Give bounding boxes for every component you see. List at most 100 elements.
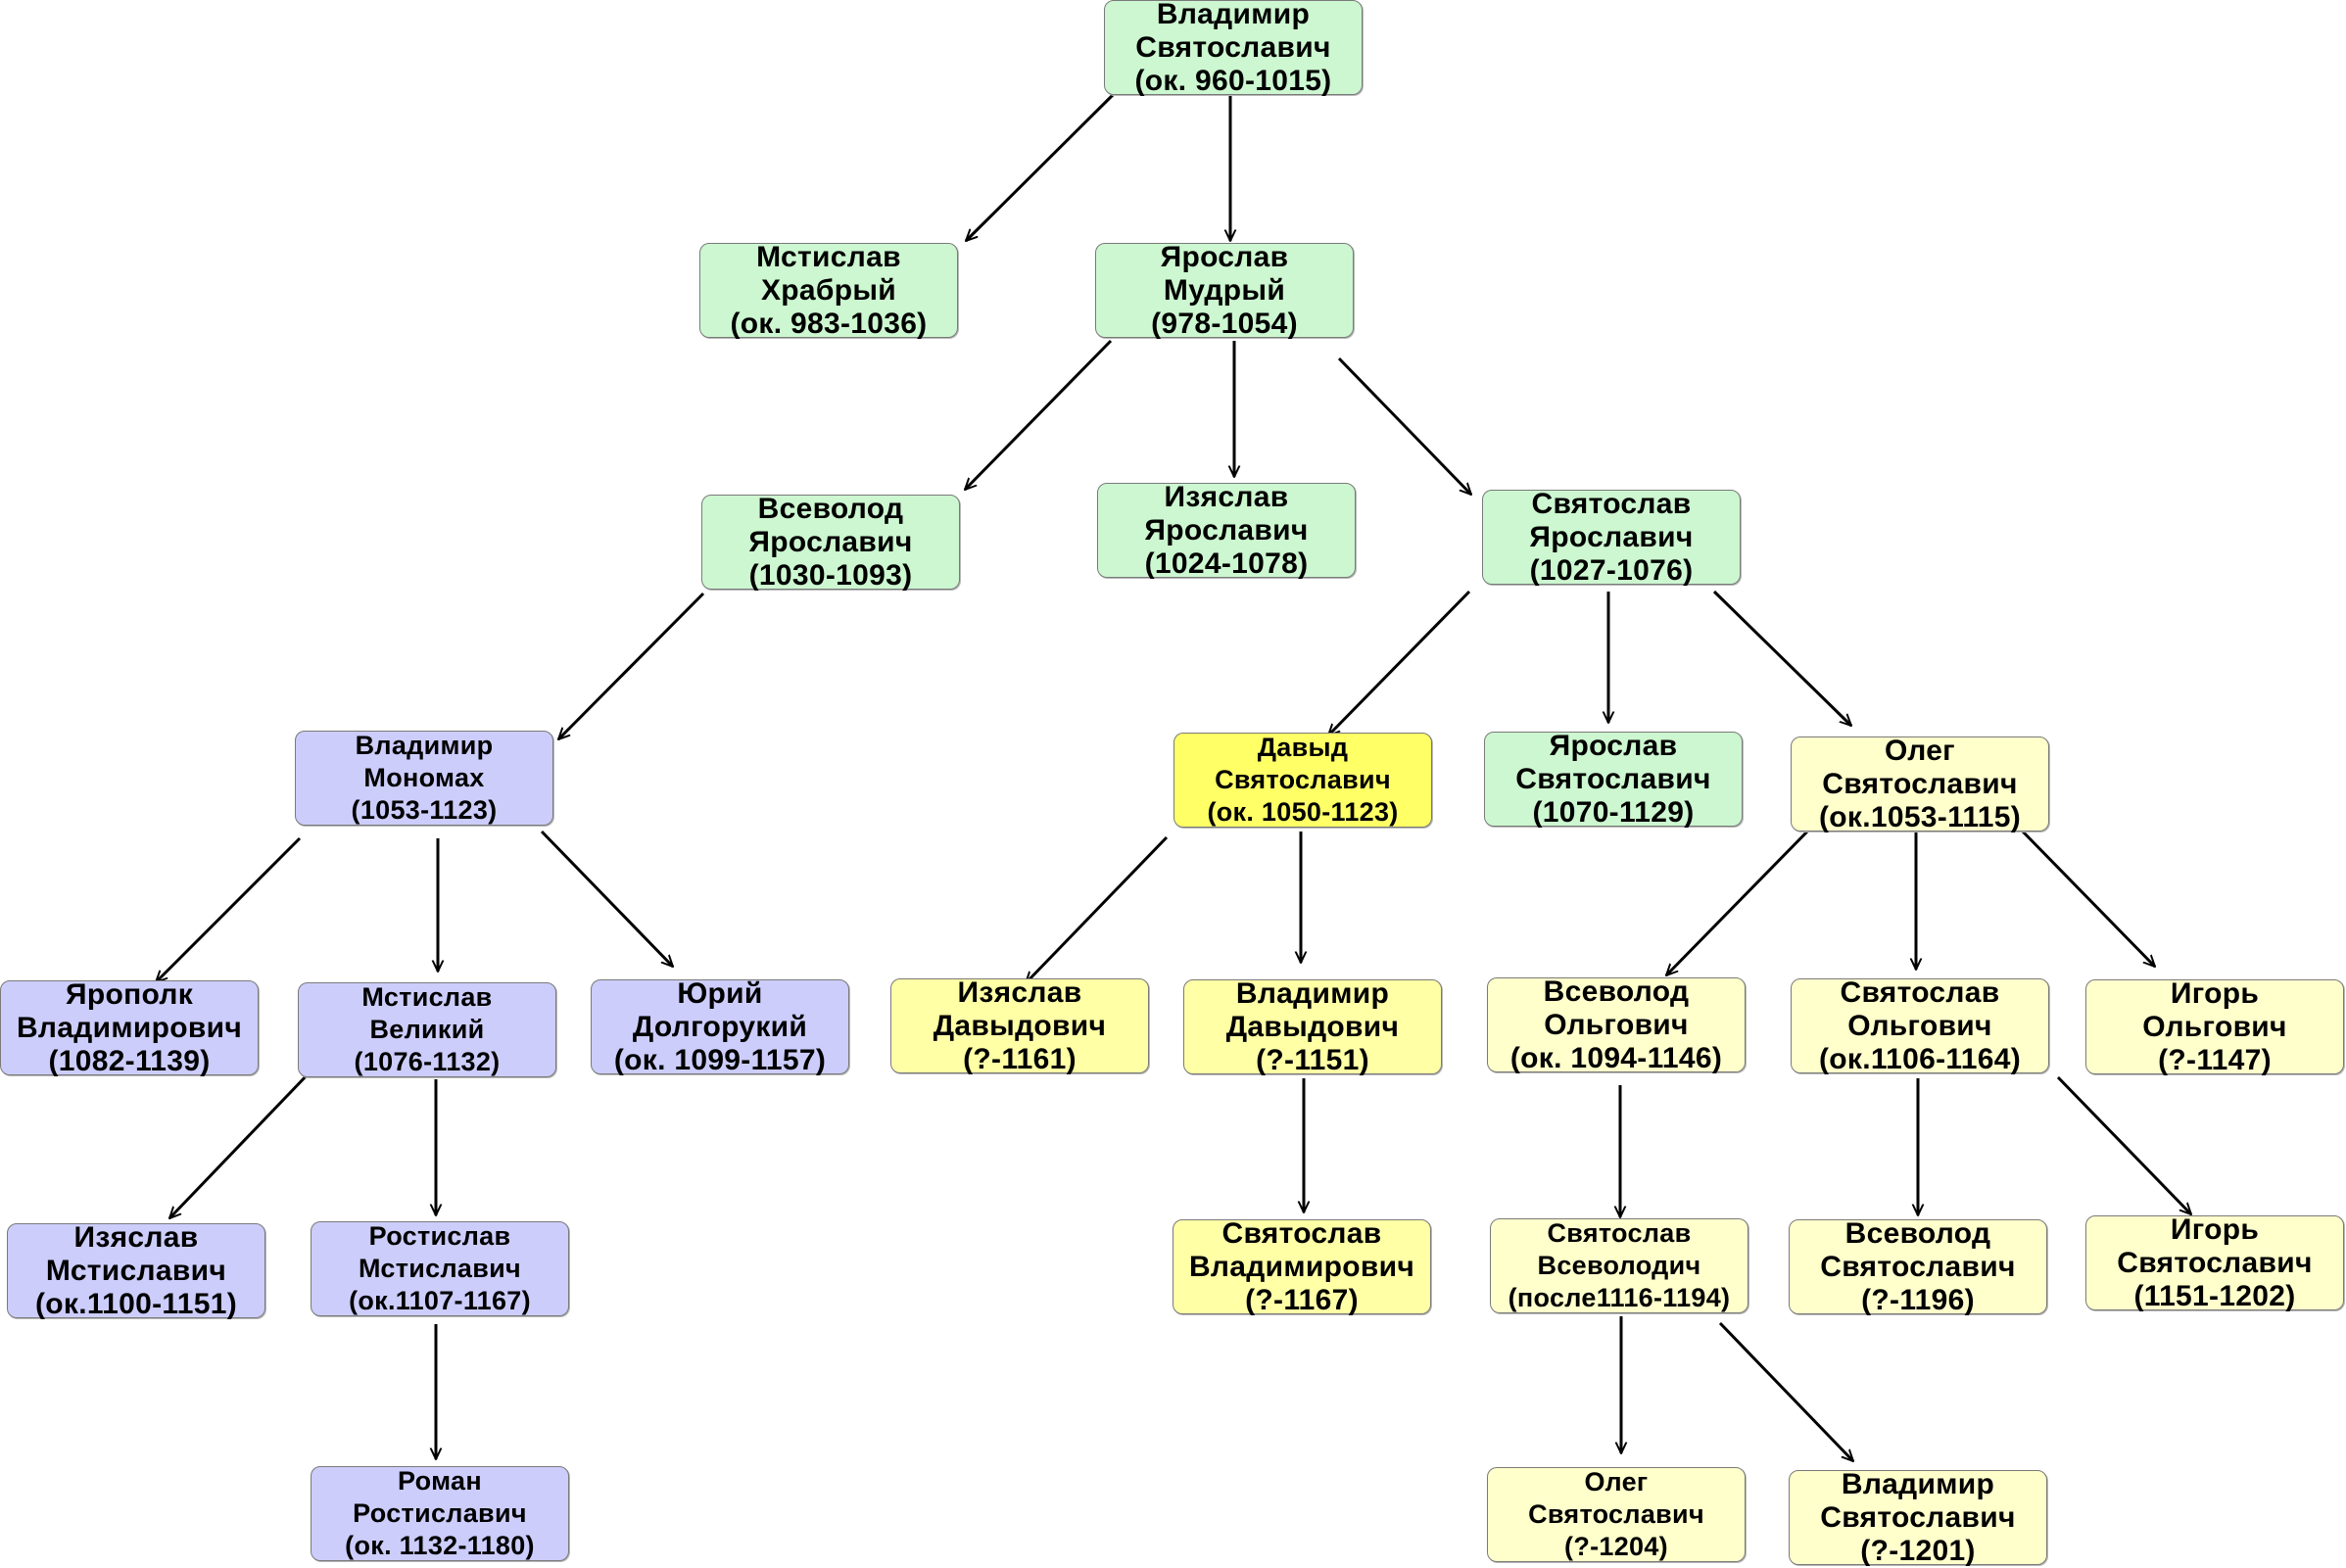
person-given-name: Изяслав [957,975,1082,1009]
arrow-vladimir-monomakh-to-yury-dolgoruky [540,830,675,969]
person-given-name: Юрий [677,976,763,1010]
person-patronym-or-epithet: Храбрый [760,273,897,307]
person-patronym-or-epithet: Ольгович [1544,1008,1689,1041]
arrow-svyatoslav-vsevolodich-to-vladimir-svyatoslavich-2 [1718,1321,1855,1463]
person-given-name: Владимир [355,731,494,760]
person-years: (1053-1123) [351,795,498,825]
person-years: (1027-1076) [1529,553,1694,587]
person-years: (?-1151) [1256,1043,1369,1076]
person-years: (1070-1129) [1532,795,1695,829]
person-years: (1082-1139) [48,1044,211,1077]
person-patronym-or-epithet: Ярославич [1529,520,1694,553]
person-patronym-or-epithet: Святославич [1822,767,2018,800]
person-patronym-or-epithet: Ростиславич [353,1498,527,1528]
person-given-name: Изяслав [73,1220,199,1254]
person-patronym-or-epithet: Святославич [1820,1500,2016,1534]
arrow-svyatoslav-yaroslavich-to-oleg-svyatoslavich [1712,590,1853,728]
person-given-name: Святослав [1840,975,2000,1009]
person-given-name: Ярослав [1549,729,1678,762]
arrow-oleg-svyatoslavich-to-vsevolod-olgovich [1664,829,1810,977]
person-years: (ок.1107-1167) [349,1286,531,1315]
arrow-yaroslav-mudry-to-svyatoslav-yaroslavich [1337,356,1473,497]
person-years: (ок.1053-1115) [1818,800,2021,833]
person-patronym-or-epithet: Владимирович [16,1011,243,1044]
person-given-name: Всеволод [757,492,904,525]
person-years: (?-1196) [1861,1283,1975,1316]
arrow-oleg-svyatoslavich-to-igor-olgovich [2021,830,2157,969]
person-patronym-or-epithet: Давыдович [933,1009,1107,1042]
person-years: (ок. 1050-1123) [1207,797,1399,827]
person-years: (1024-1078) [1144,546,1309,580]
person-given-name: Роман [398,1466,482,1496]
person-patronym-or-epithet: Мстиславич [45,1254,227,1287]
person-patronym-or-epithet: Всеволодич [1537,1251,1701,1280]
person-given-name: Ярослав [1160,240,1289,273]
person-patronym-or-epithet: Святославич [2117,1246,2313,1279]
arrow-vladimir-svyatoslavich-to-mstislav-khrabry [964,93,1115,243]
person-given-name: Всеволод [1844,1216,1991,1250]
person-given-name: Мстислав [361,982,493,1012]
person-given-name: Святослав [1221,1216,1382,1250]
person-patronym-or-epithet: Святославич [1528,1499,1704,1529]
person-given-name: Святослав [1547,1218,1692,1248]
person-years: (?-1204) [1564,1532,1668,1561]
arrow-david-svyatoslavich-to-izyaslav-davydovich [1024,835,1169,985]
person-patronym-or-epithet: Великий [369,1015,485,1044]
person-given-name: Игорь [2170,976,2260,1010]
person-years: (после1116-1194) [1508,1283,1731,1312]
person-given-name: Всеволод [1543,974,1690,1008]
person-given-name: Ярополк [65,977,194,1011]
person-given-name: Изяслав [1164,480,1289,513]
person-patronym-or-epithet: Святославич [1215,765,1391,794]
person-years: (1151-1202) [2133,1279,2296,1312]
person-years: (?-1201) [1860,1534,1976,1567]
person-patronym-or-epithet: Владимирович [1188,1250,1415,1283]
arrow-vladimir-monomakh-to-yaropolk-vladimirovich [154,836,302,984]
person-given-name: Владимир [1235,976,1390,1010]
person-given-name: Ростислав [368,1221,511,1251]
person-years: (1076-1132) [354,1047,501,1076]
person-patronym-or-epithet: Ярославич [748,525,913,558]
arrow-vsevolod-yaroslavich-to-vladimir-monomakh [556,592,705,741]
person-patronym-or-epithet: Мономах [363,763,485,792]
person-given-name: Олег [1885,734,1955,767]
person-patronym-or-epithet: Ольгович [2142,1010,2287,1043]
arrow-mstislav-veliky-to-izyaslav-mstislavich [168,1069,312,1220]
person-years: (ок. 1132-1180) [345,1531,535,1560]
person-patronym-or-epithet: Святославич [1515,762,1711,795]
person-years: (?-1147) [2158,1043,2272,1076]
person-years: (ок.1100-1151) [34,1287,237,1320]
arrow-yaroslav-mudry-to-vsevolod-yaroslavich [963,339,1113,492]
person-years: (?-1161) [963,1042,1077,1075]
person-years: (?-1167) [1245,1283,1359,1316]
person-given-name: Игорь [2170,1212,2260,1246]
person-patronym-or-epithet: Святославич [1820,1250,2016,1283]
arrow-svyatoslav-yaroslavich-to-david-svyatoslavich [1326,590,1471,737]
person-patronym-or-epithet: Святославич [1135,30,1331,64]
person-given-name: Владимир [1156,0,1311,30]
person-years: (1030-1093) [748,558,913,592]
person-years: (978-1054) [1151,307,1298,340]
